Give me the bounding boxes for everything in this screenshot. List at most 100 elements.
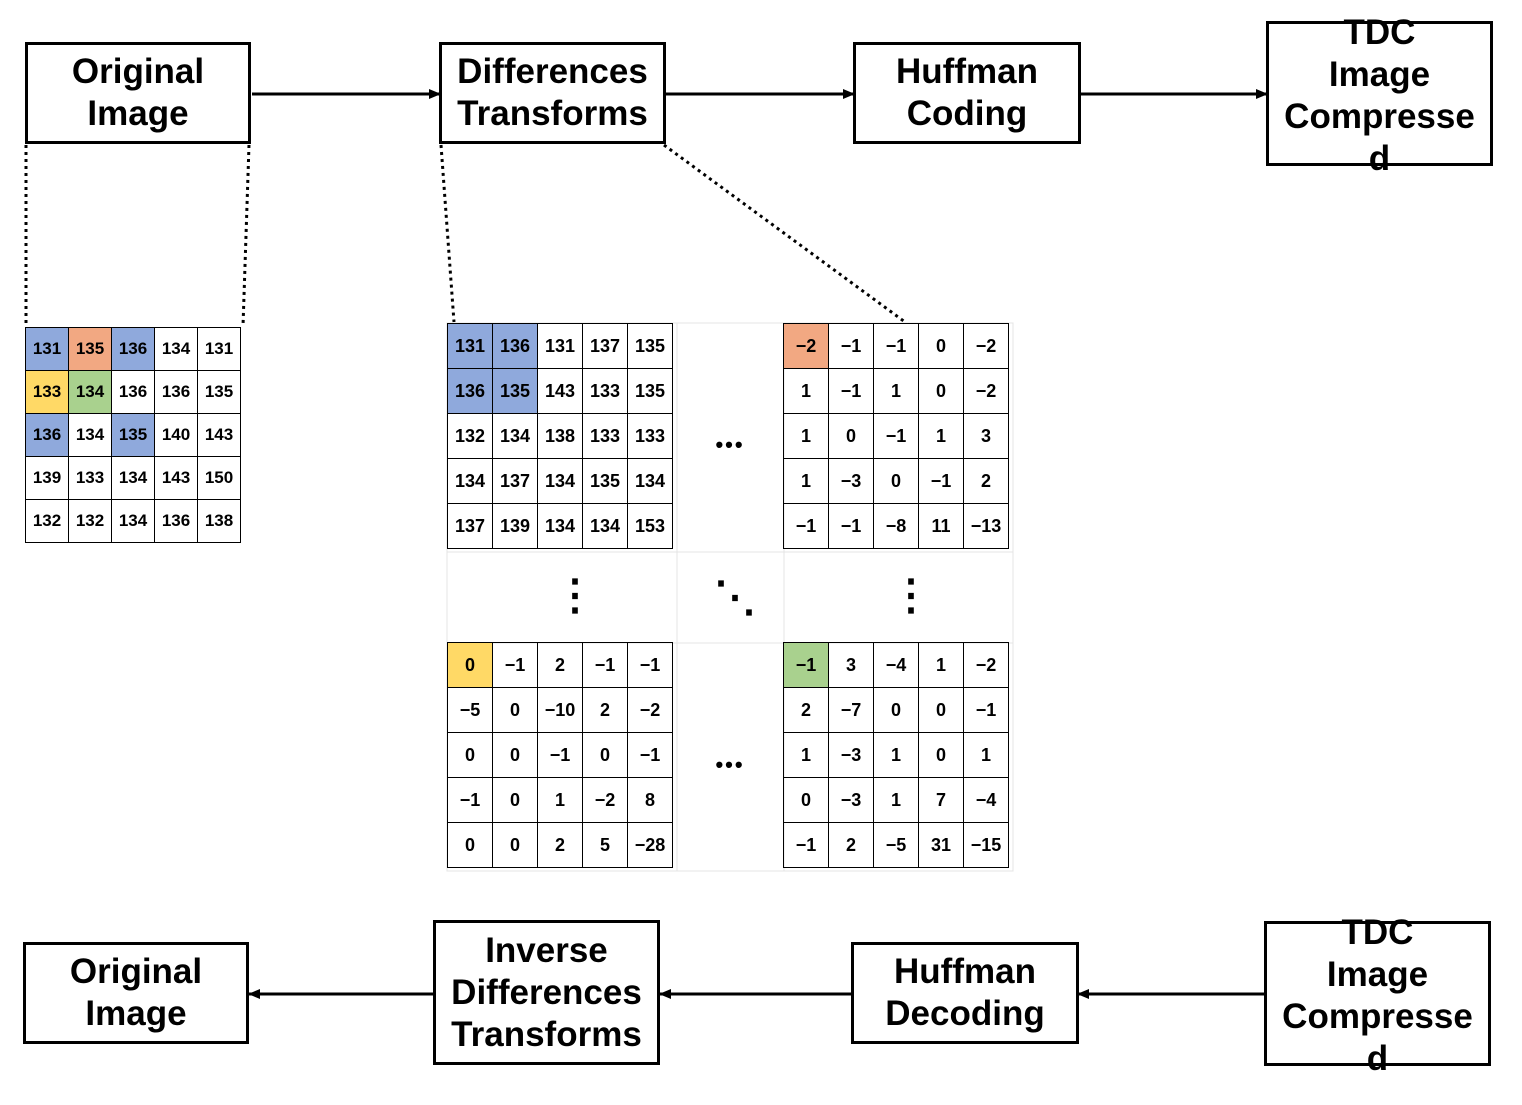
grid-cell: 139 <box>25 456 69 500</box>
tdc-image-compressed-box: TDC Image Compresse d <box>1266 13 1493 178</box>
grid-cell: 2 <box>537 822 583 868</box>
grid-cell: 136 <box>25 413 69 457</box>
grid-cell: −8 <box>873 503 919 549</box>
grid-cell: −2 <box>582 777 628 823</box>
grid-cell: 134 <box>537 503 583 549</box>
grid-cell: 131 <box>447 323 493 369</box>
grid-cell: 134 <box>111 456 155 500</box>
grid-cell: 133 <box>627 413 673 459</box>
grid-cell: −1 <box>582 642 628 688</box>
differences-transforms-label: Differences Transforms <box>457 52 648 133</box>
grid-cell: 3 <box>828 642 874 688</box>
grid-cell: 31 <box>918 822 964 868</box>
grid-cell: 2 <box>537 642 583 688</box>
grid-cell: 0 <box>582 732 628 778</box>
grid-cell: 140 <box>154 413 198 457</box>
grid-cell: −1 <box>828 323 874 369</box>
grid-cell: 131 <box>537 323 583 369</box>
grid-cell: 135 <box>627 323 673 369</box>
original-image-label: Original Image <box>71 52 205 133</box>
grid-cell: −2 <box>963 323 1009 369</box>
grid-cell: 8 <box>627 777 673 823</box>
grid-cell: 11 <box>918 503 964 549</box>
grid-cell: 136 <box>154 370 198 414</box>
grid-cell: −3 <box>828 777 874 823</box>
grid-cell: 134 <box>582 503 628 549</box>
grid-cell: −1 <box>918 458 964 504</box>
grid-cell: 5 <box>582 822 628 868</box>
grid-cell: 135 <box>197 370 241 414</box>
grid-cell: 138 <box>537 413 583 459</box>
reconstructed-original-image-box: Original Image <box>23 942 249 1044</box>
grid-cell: 134 <box>68 370 112 414</box>
grid-cell: 7 <box>918 777 964 823</box>
grid-cell: 150 <box>197 456 241 500</box>
grid-cell: 0 <box>492 687 538 733</box>
grid-cell: 2 <box>582 687 628 733</box>
inverse-differences-transforms-box: Inverse Differences Transforms <box>433 920 660 1065</box>
grid-cell: 137 <box>582 323 628 369</box>
grid-cell: 135 <box>492 368 538 414</box>
grid-cell: 0 <box>492 777 538 823</box>
grid-cell: 131 <box>25 327 69 371</box>
grid-cell: −1 <box>627 732 673 778</box>
grid-cell: −3 <box>828 458 874 504</box>
grid-cell: 138 <box>197 499 241 543</box>
grid-cell: 1 <box>537 777 583 823</box>
grid-cell: 137 <box>492 458 538 504</box>
grid-cell: −1 <box>627 642 673 688</box>
grid-cell: 135 <box>111 413 155 457</box>
grid-cell: −10 <box>537 687 583 733</box>
differences-transforms-box: Differences Transforms <box>439 42 666 144</box>
grid-cell: −28 <box>627 822 673 868</box>
grid-cell: −1 <box>783 642 829 688</box>
grid-cell: 1 <box>783 732 829 778</box>
grid-cell: 136 <box>111 327 155 371</box>
grid-cell: 134 <box>537 458 583 504</box>
grid-cell: 134 <box>627 458 673 504</box>
ellipsis-horizontal-bottom: ••• <box>715 752 745 777</box>
grid-cell: 133 <box>582 413 628 459</box>
grid-cell: −5 <box>447 687 493 733</box>
grid-cell: 136 <box>154 499 198 543</box>
grid-cell: 0 <box>918 323 964 369</box>
huffman-decoding-box: Huffman Decoding <box>851 942 1079 1044</box>
zoom-line-differences-left <box>439 144 456 323</box>
grid-cell: 1 <box>873 368 919 414</box>
grid-cell: 1 <box>783 458 829 504</box>
zoom-line-differences-right <box>663 143 906 324</box>
grid-cell: 135 <box>627 368 673 414</box>
grid-cell: 136 <box>492 323 538 369</box>
grid-cell: 143 <box>154 456 198 500</box>
grid-cell: 2 <box>963 458 1009 504</box>
grid-cell: 136 <box>111 370 155 414</box>
grid-cell: 0 <box>918 368 964 414</box>
tdc-image-compressed-input-box: TDC Image Compresse d <box>1264 913 1491 1078</box>
grid-cell: −1 <box>828 503 874 549</box>
grid-cell: −1 <box>873 323 919 369</box>
grid-cell: 134 <box>154 327 198 371</box>
grid-cell: 132 <box>25 499 69 543</box>
grid-cell: −1 <box>873 413 919 459</box>
original-image-box: Original Image <box>25 42 251 144</box>
